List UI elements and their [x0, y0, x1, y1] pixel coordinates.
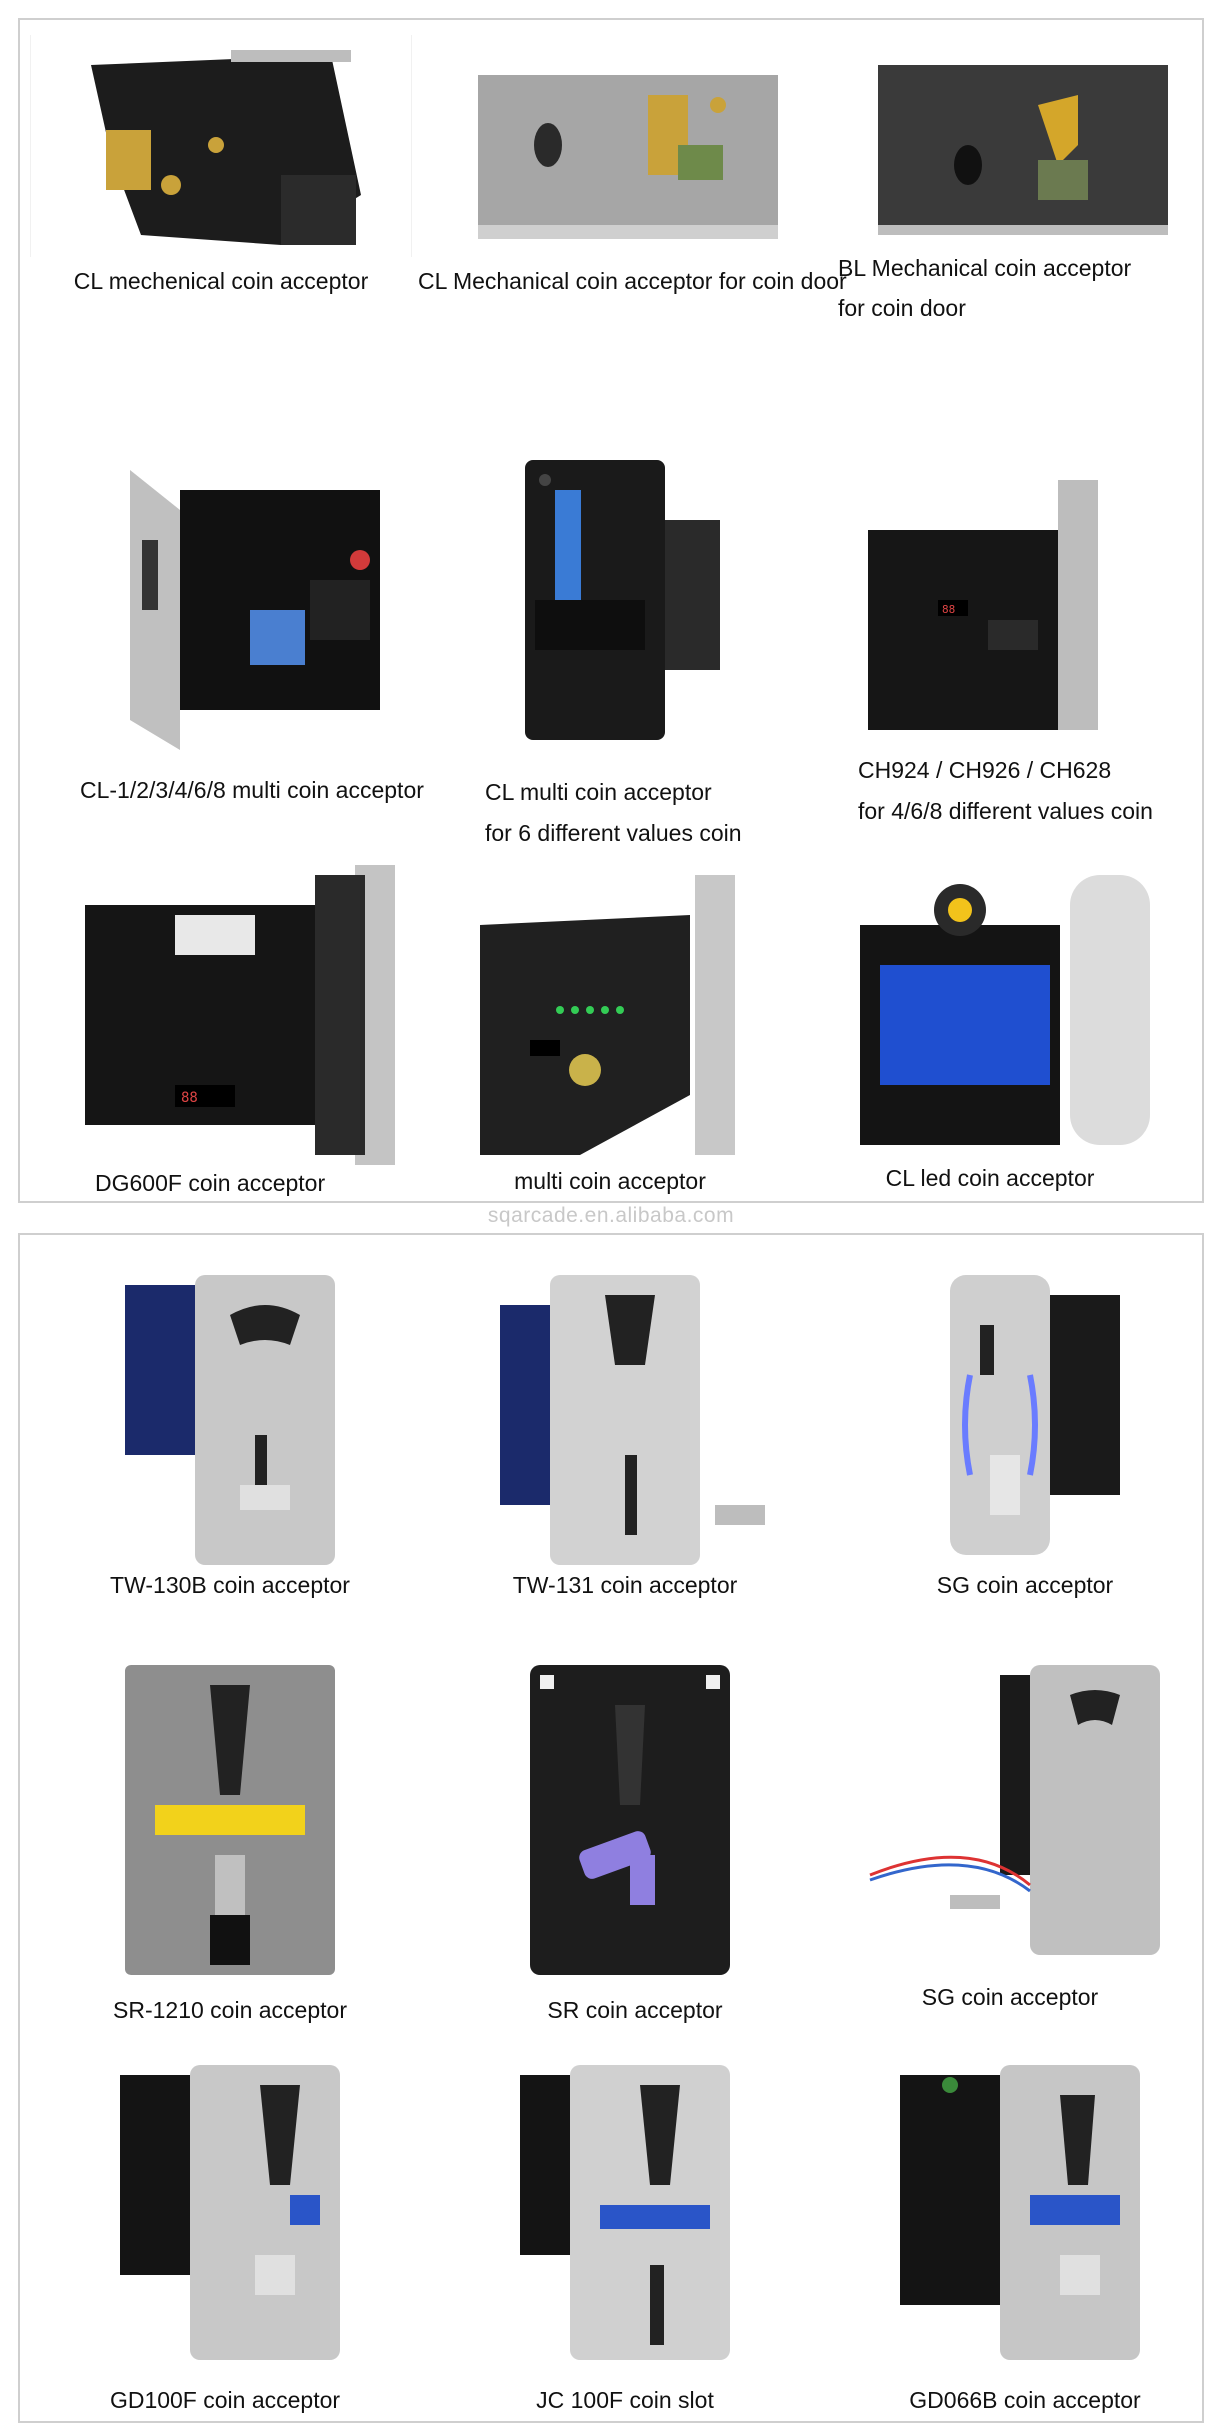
product-caption: GD100F coin acceptor	[109, 2387, 341, 2413]
coin-acceptor-icon: 88	[65, 865, 420, 1165]
coin-acceptor-front-plate-icon	[510, 2055, 740, 2370]
product-photo	[890, 2055, 1150, 2370]
product-card[interactable]: JC 100F coin slot	[460, 2055, 790, 2420]
bottom-product-panel: TW-130B coin acceptor TW-131 coin accept…	[18, 1233, 1204, 2423]
product-photo	[838, 35, 1198, 245]
top-product-panel: CL mechenical coin acceptor CL Mechanica…	[18, 18, 1204, 1203]
coin-acceptor-front-plate-icon	[930, 1265, 1130, 1570]
svg-text:88: 88	[181, 1090, 198, 1106]
product-caption: multi coin acceptor	[514, 1168, 706, 1194]
product-caption: BL Mechanical coin acceptor	[838, 255, 1132, 281]
product-caption: SG coin acceptor	[936, 1572, 1114, 1598]
product-card[interactable]: TW-131 coin acceptor	[460, 1265, 790, 1625]
svg-text:88: 88	[942, 603, 955, 616]
mechanical-coin-acceptor-icon	[418, 35, 818, 257]
product-photo	[110, 2055, 350, 2370]
product-caption: for 4/6/8 different values coin	[858, 798, 1153, 824]
product-card[interactable]: 88 CH924 / CH926 / CH628 for 4/6/8 diffe…	[858, 450, 1204, 860]
product-card[interactable]: SG coin acceptor	[860, 1265, 1190, 1625]
product-caption: GD066B coin acceptor	[909, 2387, 1141, 2413]
product-caption: for coin door	[838, 295, 966, 321]
product-caption: SG coin acceptor	[921, 1984, 1099, 2010]
product-caption: CH924 / CH926 / CH628	[858, 757, 1112, 783]
coin-acceptor-icon	[460, 865, 760, 1160]
product-caption: DG600F coin acceptor	[95, 1170, 326, 1196]
product-photo	[850, 1655, 1190, 1975]
product-caption: TW-130B coin acceptor	[110, 1572, 350, 1598]
product-card[interactable]: CL mechenical coin acceptor	[30, 35, 412, 310]
product-caption: SR-1210 coin acceptor	[113, 1997, 347, 2023]
coin-acceptor-front-plate-icon	[850, 1655, 1190, 1975]
product-caption: TW-131 coin acceptor	[512, 1572, 738, 1598]
coin-acceptor-front-plate-icon	[890, 2055, 1150, 2370]
product-card[interactable]: multi coin acceptor	[450, 865, 770, 1205]
product-caption: CL mechenical coin acceptor	[73, 268, 369, 294]
product-card[interactable]: CL multi coin acceptor for 6 different v…	[485, 450, 795, 860]
product-caption: CL-1/2/3/4/6/8 multi coin acceptor	[80, 777, 424, 803]
multi-coin-acceptor-icon	[100, 450, 420, 770]
product-photo: 88	[858, 450, 1128, 740]
product-card[interactable]: GD100F coin acceptor	[60, 2055, 390, 2420]
product-caption: JC 100F coin slot	[536, 2387, 714, 2413]
mechanical-coin-acceptor-icon	[31, 35, 411, 257]
product-card[interactable]: SR coin acceptor	[470, 1655, 800, 2040]
product-photo	[930, 1265, 1130, 1570]
coin-acceptor-front-plate-icon	[115, 1265, 345, 1570]
multi-coin-acceptor-icon: 88	[858, 450, 1128, 740]
product-photo	[460, 865, 760, 1160]
product-card[interactable]: 88 DG600F coin acceptor	[65, 865, 435, 1205]
product-photo	[510, 2055, 740, 2370]
multi-coin-acceptor-icon	[485, 450, 735, 750]
product-caption: CL Mechanical coin acceptor for coin doo…	[418, 268, 847, 294]
product-card[interactable]: CL Mechanical coin acceptor for coin doo…	[418, 35, 847, 310]
mechanical-coin-acceptor-icon	[838, 35, 1198, 245]
product-card[interactable]: TW-130B coin acceptor	[65, 1265, 395, 1625]
product-caption: SR coin acceptor	[547, 1997, 723, 2023]
product-photo	[115, 1655, 345, 1985]
product-caption: CL led coin acceptor	[885, 1165, 1095, 1191]
product-card[interactable]: BL Mechanical coin acceptor for coin doo…	[838, 35, 1198, 321]
product-photo	[840, 865, 1180, 1155]
product-card[interactable]: GD066B coin acceptor	[860, 2055, 1190, 2420]
product-photo	[30, 35, 412, 257]
product-photo	[485, 450, 735, 750]
coin-acceptor-front-plate-icon	[110, 2055, 350, 2370]
product-card[interactable]: CL led coin acceptor	[840, 865, 1200, 1205]
product-card[interactable]: SG coin acceptor	[840, 1655, 1200, 2040]
watermark-text: sqarcade.en.alibaba.com	[487, 1204, 735, 1227]
product-photo	[115, 1265, 345, 1570]
product-photo	[100, 450, 420, 770]
product-caption: for 6 different values coin	[485, 820, 742, 846]
coin-acceptor-front-plate-icon	[480, 1265, 780, 1570]
product-caption: CL multi coin acceptor	[485, 779, 712, 805]
product-card[interactable]: SR-1210 coin acceptor	[65, 1655, 395, 2040]
product-photo	[520, 1655, 740, 1985]
product-photo	[480, 1265, 780, 1570]
coin-acceptor-icon	[840, 865, 1180, 1155]
coin-acceptor-front-plate-icon	[520, 1655, 740, 1985]
product-card[interactable]: CL-1/2/3/4/6/8 multi coin acceptor	[80, 450, 480, 820]
product-photo	[418, 35, 818, 257]
coin-acceptor-front-plate-icon	[115, 1655, 345, 1985]
product-photo: 88	[65, 865, 420, 1165]
